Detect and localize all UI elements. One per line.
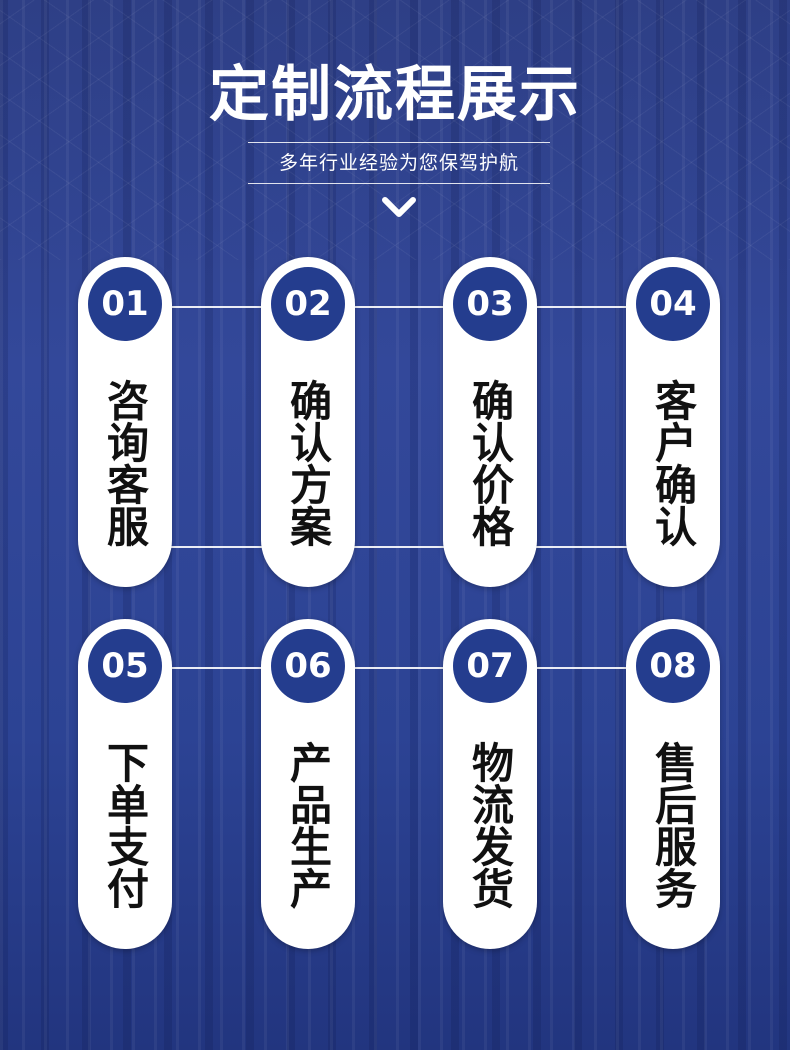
connector-line (535, 306, 631, 308)
step-card: 01 咨询客服 (78, 257, 172, 587)
connector-line (352, 306, 448, 308)
step-card: 05 下单支付 (78, 619, 172, 949)
chevron-down-icon (382, 197, 416, 217)
step-number: 03 (453, 267, 527, 341)
connector-line (170, 667, 266, 669)
step-label: 产品生产 (283, 741, 333, 909)
step-label: 售后服务 (648, 741, 698, 909)
connector-line (535, 667, 631, 669)
connector-line (535, 546, 631, 548)
step-number: 04 (636, 267, 710, 341)
connector-line (352, 667, 448, 669)
step-card: 02 确认方案 (261, 257, 355, 587)
step-card: 03 确认价格 (443, 257, 537, 587)
step-number: 01 (88, 267, 162, 341)
step-number: 05 (88, 629, 162, 703)
step-card: 08 售后服务 (626, 619, 720, 949)
step-label: 物流发货 (465, 741, 515, 909)
step-card: 06 产品生产 (261, 619, 355, 949)
step-label: 咨询客服 (100, 379, 150, 547)
page-subtitle: 多年行业经验为您保驾护航 (248, 142, 550, 184)
connector-line (170, 306, 266, 308)
step-card: 04 客户确认 (626, 257, 720, 587)
step-number: 02 (271, 267, 345, 341)
step-label: 确认方案 (283, 379, 333, 547)
step-label: 客户确认 (648, 379, 698, 547)
step-label: 下单支付 (100, 741, 150, 909)
page-title: 定制流程展示 (209, 60, 581, 130)
step-card: 07 物流发货 (443, 619, 537, 949)
connector-line (170, 546, 266, 548)
step-number: 07 (453, 629, 527, 703)
connector-line (352, 546, 448, 548)
step-number: 06 (271, 629, 345, 703)
step-label: 确认价格 (465, 379, 515, 547)
step-number: 08 (636, 629, 710, 703)
